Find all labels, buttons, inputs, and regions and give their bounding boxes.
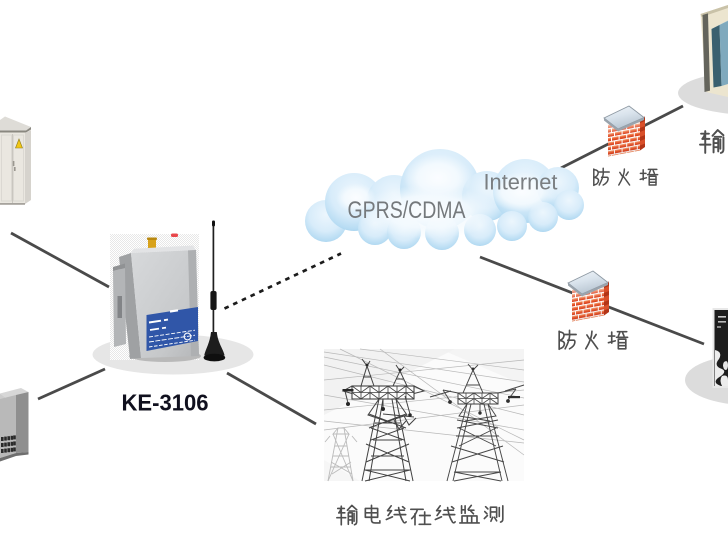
svg-text:KE-3106: KE-3106 <box>122 390 209 416</box>
svg-text:Internet: Internet <box>484 170 558 195</box>
svg-text:GPRS/CDMA: GPRS/CDMA <box>348 197 466 224</box>
